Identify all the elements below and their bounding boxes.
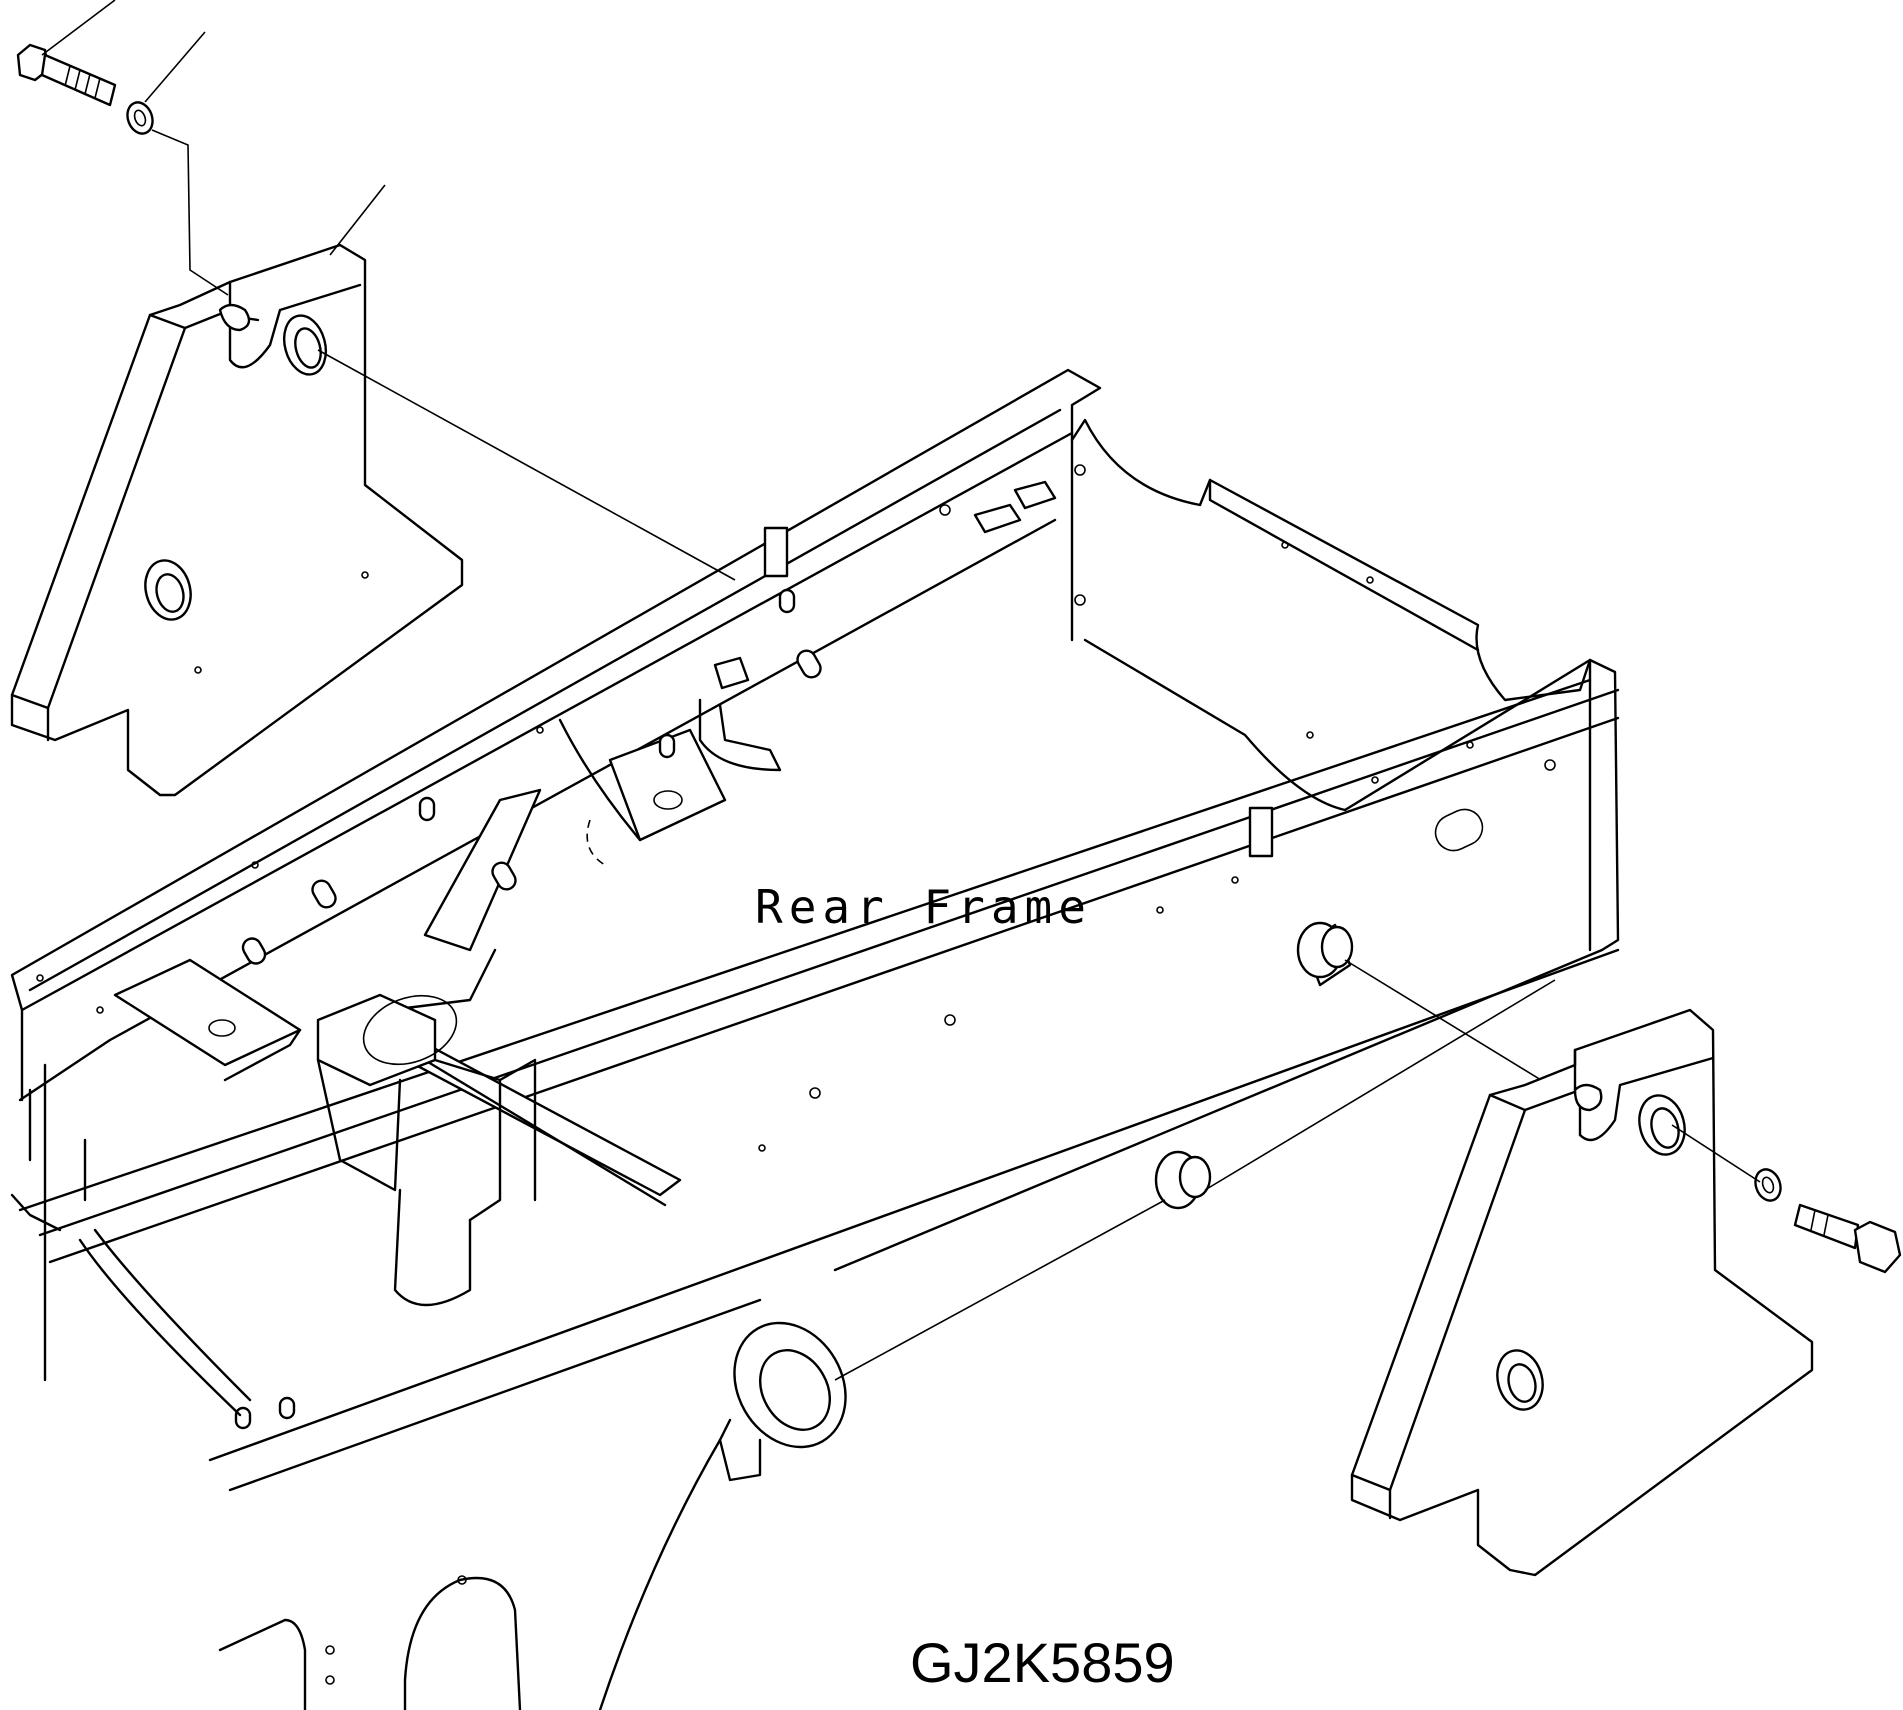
right-mounting-bracket: [1350, 1008, 1814, 1577]
frame-bosses: [234, 588, 822, 1430]
right-washer: [1754, 1168, 1782, 1202]
bushings: [834, 921, 1591, 1381]
drawing-number: GJ2K5859: [910, 1631, 1175, 1694]
rear-frame-label: Rear Frame: [755, 880, 1092, 934]
left-bolt: [16, 0, 117, 107]
rail-tabs: [713, 480, 1274, 858]
right-axis-line: [1671, 1124, 1761, 1183]
left-mounting-bracket: [10, 243, 464, 797]
left-bracket-callout: [329, 184, 386, 256]
left-washer: [126, 31, 206, 135]
right-bolt: [1793, 1203, 1902, 1274]
left-leader-line: [151, 129, 229, 296]
rear-frame: [10, 368, 1620, 1710]
left-axis-line: [317, 349, 736, 581]
